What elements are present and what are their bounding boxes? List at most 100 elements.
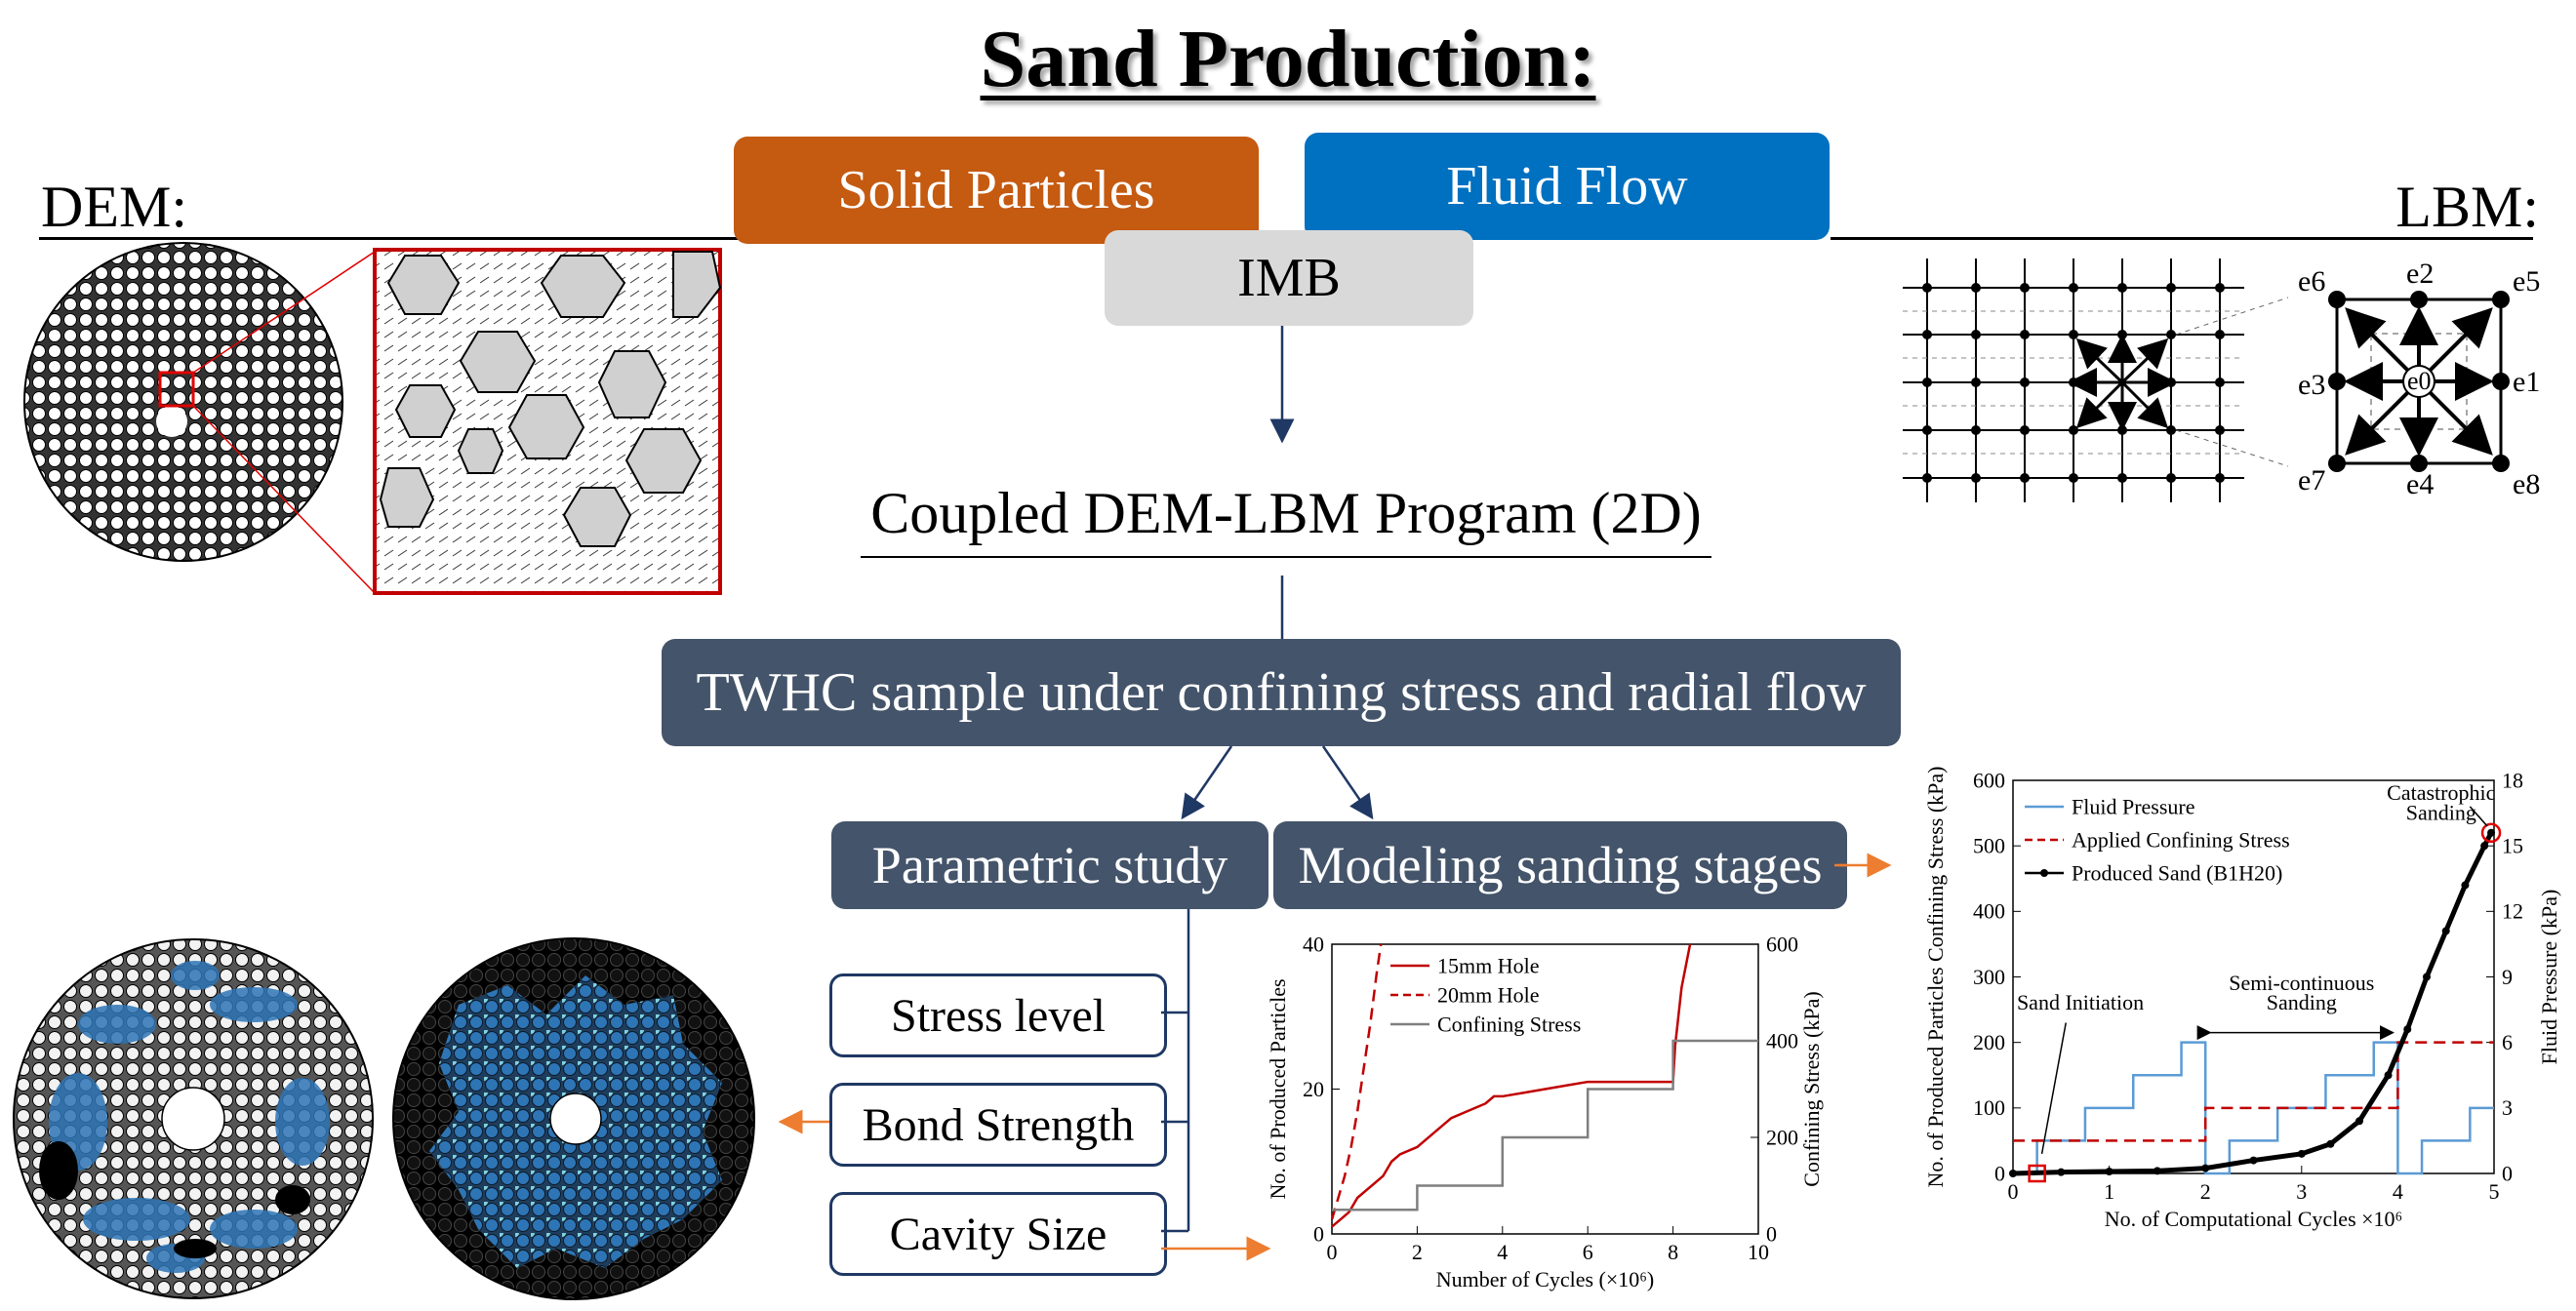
y-tick-label: 500 xyxy=(1973,834,2005,858)
y-tick-label: 100 xyxy=(1973,1095,2005,1120)
lbm-underline xyxy=(1831,237,2533,240)
y2-tick-label: 6 xyxy=(2502,1030,2513,1054)
dem-result-bond-strength xyxy=(13,938,374,1299)
data-point xyxy=(2249,1156,2258,1165)
data-point xyxy=(2403,1025,2412,1034)
y2-tick-label: 9 xyxy=(2502,965,2513,989)
data-point xyxy=(2355,1117,2363,1126)
data-point xyxy=(2297,1149,2306,1158)
x-tick-label: 1 xyxy=(2104,1179,2114,1204)
lattice-label-e2: e2 xyxy=(2406,258,2434,290)
lbm-lattice-image xyxy=(1903,258,2510,502)
y2-tick-label: 0 xyxy=(2502,1161,2513,1185)
zoomed-flow-image xyxy=(373,248,722,595)
y2-tick-label: 15 xyxy=(2502,834,2523,858)
y2-tick-label: 600 xyxy=(1766,932,1798,956)
annotation-box xyxy=(2028,1164,2046,1183)
data-point xyxy=(2105,1167,2113,1175)
series-line xyxy=(2013,1041,2494,1175)
annotation-catastrophic: Catastrophic xyxy=(2387,780,2495,805)
annotation-catastrophic-2: Sanding xyxy=(2406,800,2476,824)
annotation-pointer-2 xyxy=(2469,806,2488,827)
y-axis-label: No. of Produced Particles xyxy=(1266,978,1290,1199)
data-point xyxy=(2422,973,2431,981)
x-tick-label: 6 xyxy=(1583,1240,1593,1264)
y2-tick-label: 18 xyxy=(2502,768,2523,792)
coupled-underline xyxy=(861,556,1711,558)
legend-label: Applied Confining Stress xyxy=(2072,827,2290,852)
annotation-pointer xyxy=(2040,1022,2067,1154)
legend-label: 15mm Hole xyxy=(1437,953,1540,977)
x-tick-label: 2 xyxy=(1412,1240,1423,1264)
lattice-label-e6: e6 xyxy=(2298,265,2325,298)
series-line xyxy=(2013,1041,2494,1142)
y-tick-label: 40 xyxy=(1303,932,1324,956)
x-axis-label: Number of Cycles (×10⁶) xyxy=(1436,1267,1655,1291)
parametric-study-box: Parametric study xyxy=(831,821,1268,909)
lattice-label-e1: e1 xyxy=(2513,366,2540,398)
y-tick-label: 200 xyxy=(1973,1030,2005,1054)
lattice-label-e0: e0 xyxy=(2407,367,2432,395)
legend-label: 20mm Hole xyxy=(1437,982,1540,1007)
param-item-bond: Bond Strength xyxy=(829,1083,1167,1167)
series-line xyxy=(1330,943,1383,1220)
solid-particles-box: Solid Particles xyxy=(734,137,1259,244)
data-point xyxy=(2461,881,2470,890)
fluid-flow-box: Fluid Flow xyxy=(1305,133,1830,240)
imb-box: IMB xyxy=(1105,230,1473,326)
data-point xyxy=(2480,842,2489,851)
series-line xyxy=(1331,943,1692,1228)
data-point xyxy=(2441,927,2450,935)
y-tick-label: 20 xyxy=(1303,1077,1324,1101)
y-tick-label: 300 xyxy=(1973,965,2005,989)
series-line xyxy=(2012,831,2494,1176)
lbm-label: LBM: xyxy=(2395,175,2539,239)
page-title: Sand Production: xyxy=(980,14,1596,104)
data-point xyxy=(2153,1167,2161,1175)
lattice-label-e7: e7 xyxy=(2298,464,2325,497)
data-point xyxy=(2057,1168,2066,1176)
annotation-circle xyxy=(2480,822,2502,843)
x-tick-label: 0 xyxy=(2008,1179,2019,1204)
annotation-semi-continuous: Semi-continuous xyxy=(2229,971,2374,995)
data-point xyxy=(2201,1164,2210,1172)
modeling-stages-box: Modeling sanding stages xyxy=(1273,821,1847,909)
legend-marker xyxy=(2040,869,2048,877)
x-tick-label: 10 xyxy=(1748,1240,1769,1264)
twhc-box: TWHC sample under confining stress and r… xyxy=(662,639,1901,746)
y-axis-label: No. of Produced Particles Confining Stre… xyxy=(1923,767,1948,1188)
x-tick-label: 5 xyxy=(2489,1179,2500,1204)
coupled-program-label: Coupled DEM-LBM Program (2D) xyxy=(870,481,1702,545)
y-tick-label: 400 xyxy=(1973,899,2005,924)
y2-tick-label: 200 xyxy=(1766,1125,1798,1149)
lattice-label-e4: e4 xyxy=(2406,468,2434,500)
y2-axis-label: Confining Stress (kPa) xyxy=(1799,991,1824,1186)
annotation-sand-initiation: Sand Initiation xyxy=(2017,990,2144,1014)
series-line xyxy=(1332,1039,1758,1212)
y2-tick-label: 3 xyxy=(2502,1095,2513,1120)
x-axis-label: No. of Computational Cycles ×10⁶ xyxy=(2105,1207,2402,1231)
param-item-cavity: Cavity Size xyxy=(829,1192,1167,1276)
x-tick-label: 8 xyxy=(1668,1240,1678,1264)
data-point xyxy=(2487,828,2496,837)
data-point xyxy=(2009,1170,2017,1177)
dem-sample-image xyxy=(23,242,376,594)
param-item-stress: Stress level xyxy=(829,973,1167,1057)
x-tick-label: 4 xyxy=(1497,1240,1508,1264)
y2-tick-label: 400 xyxy=(1766,1028,1798,1053)
dem-result-cavity-size xyxy=(392,937,755,1300)
y2-axis-label: Fluid Pressure (kPa) xyxy=(2537,890,2561,1065)
x-tick-label: 2 xyxy=(2200,1179,2211,1204)
data-point xyxy=(2326,1139,2335,1148)
lattice-label-e8: e8 xyxy=(2513,468,2540,500)
x-tick-label: 3 xyxy=(2296,1179,2307,1204)
annotation-semi-continuous-2: Sanding xyxy=(2267,990,2337,1014)
dem-label: DEM: xyxy=(41,175,187,239)
x-tick-label: 0 xyxy=(1327,1240,1338,1264)
legend-label: Fluid Pressure xyxy=(2072,794,2195,818)
y-tick-label: 0 xyxy=(1994,1161,2005,1185)
lattice-label-e5: e5 xyxy=(2513,265,2540,298)
data-point xyxy=(2384,1071,2393,1080)
